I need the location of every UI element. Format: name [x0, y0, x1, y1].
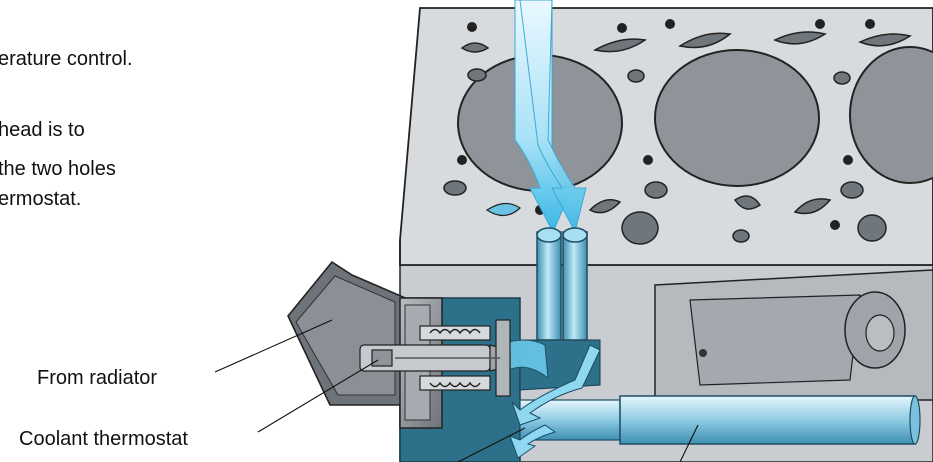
- leader-line-radiator: [214, 319, 333, 373]
- cylinder-bore-2: [654, 49, 820, 187]
- coolant-tube-left: [536, 231, 562, 341]
- label-coolant-thermostat: Coolant thermostat: [19, 428, 188, 450]
- intro-text-line-3: the two holes: [0, 158, 116, 180]
- deck-bolt-holes: [457, 19, 875, 230]
- bolt-hole-small: [699, 349, 707, 357]
- leader-line-pipe: [679, 424, 699, 462]
- deck-coolant-passages: [443, 31, 912, 245]
- leader-line-thermostat: [257, 359, 379, 433]
- coolant-thermostat: [359, 319, 511, 397]
- label-from-radiator: From radiator: [37, 367, 158, 389]
- coolant-flow-arrow-right: [519, 0, 587, 234]
- cylinder-bore-3: [849, 46, 933, 184]
- coolant-return-pipe: [619, 395, 916, 445]
- intro-text-line-1: erature control.: [0, 48, 133, 70]
- leader-line-bypass: [457, 427, 526, 462]
- intro-text-line-2: head is to: [0, 119, 85, 141]
- coolant-tube-right: [562, 231, 588, 341]
- intro-text-line-4: ermostat.: [0, 188, 82, 210]
